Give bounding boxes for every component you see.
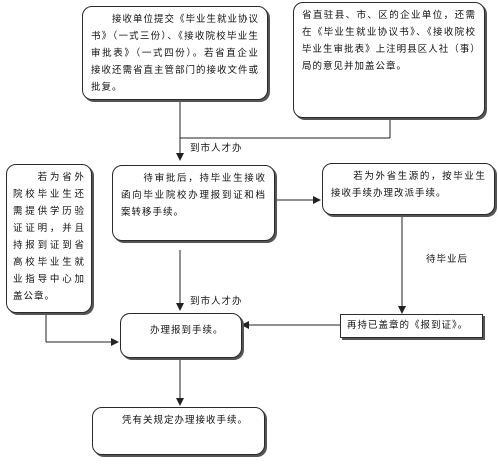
box-stamped-certificate: 再持已盖章的《报到证》。 bbox=[340, 314, 483, 338]
box-county-enterprise: 省直驻县、市、区的企业单位，还需在《毕业生就业协议书》、《接收院校毕业生审批表》… bbox=[293, 2, 485, 118]
box-out-of-province-origin: 若为外省生源的，按毕业生接收手续办理改派手续。 bbox=[322, 163, 495, 215]
box-receive-procedure: 凭有关规定办理接收手续。 bbox=[92, 407, 265, 455]
label-to-talent-office-1: 到市人才办 bbox=[190, 143, 243, 154]
box-after-approval: 待审批后，持毕业生接收函向毕业院校办理报到证和档案转移手续。 bbox=[112, 165, 275, 241]
label-to-talent-office-2: 到市人才办 bbox=[190, 296, 243, 307]
box-report-procedure: 办理报到手续。 bbox=[120, 313, 242, 358]
box-out-of-province-school: 若为省外院校毕业生还需提供学历验证证明，并且持报到证到省高校毕业生就业指导中心加… bbox=[6, 164, 92, 313]
label-after-graduation: 待毕业后 bbox=[426, 254, 469, 265]
box-submit-documents: 接收单位提交《毕业生就业协议书》（一式三份）、《接收院校毕业生审批表》（一式四份… bbox=[82, 6, 268, 100]
